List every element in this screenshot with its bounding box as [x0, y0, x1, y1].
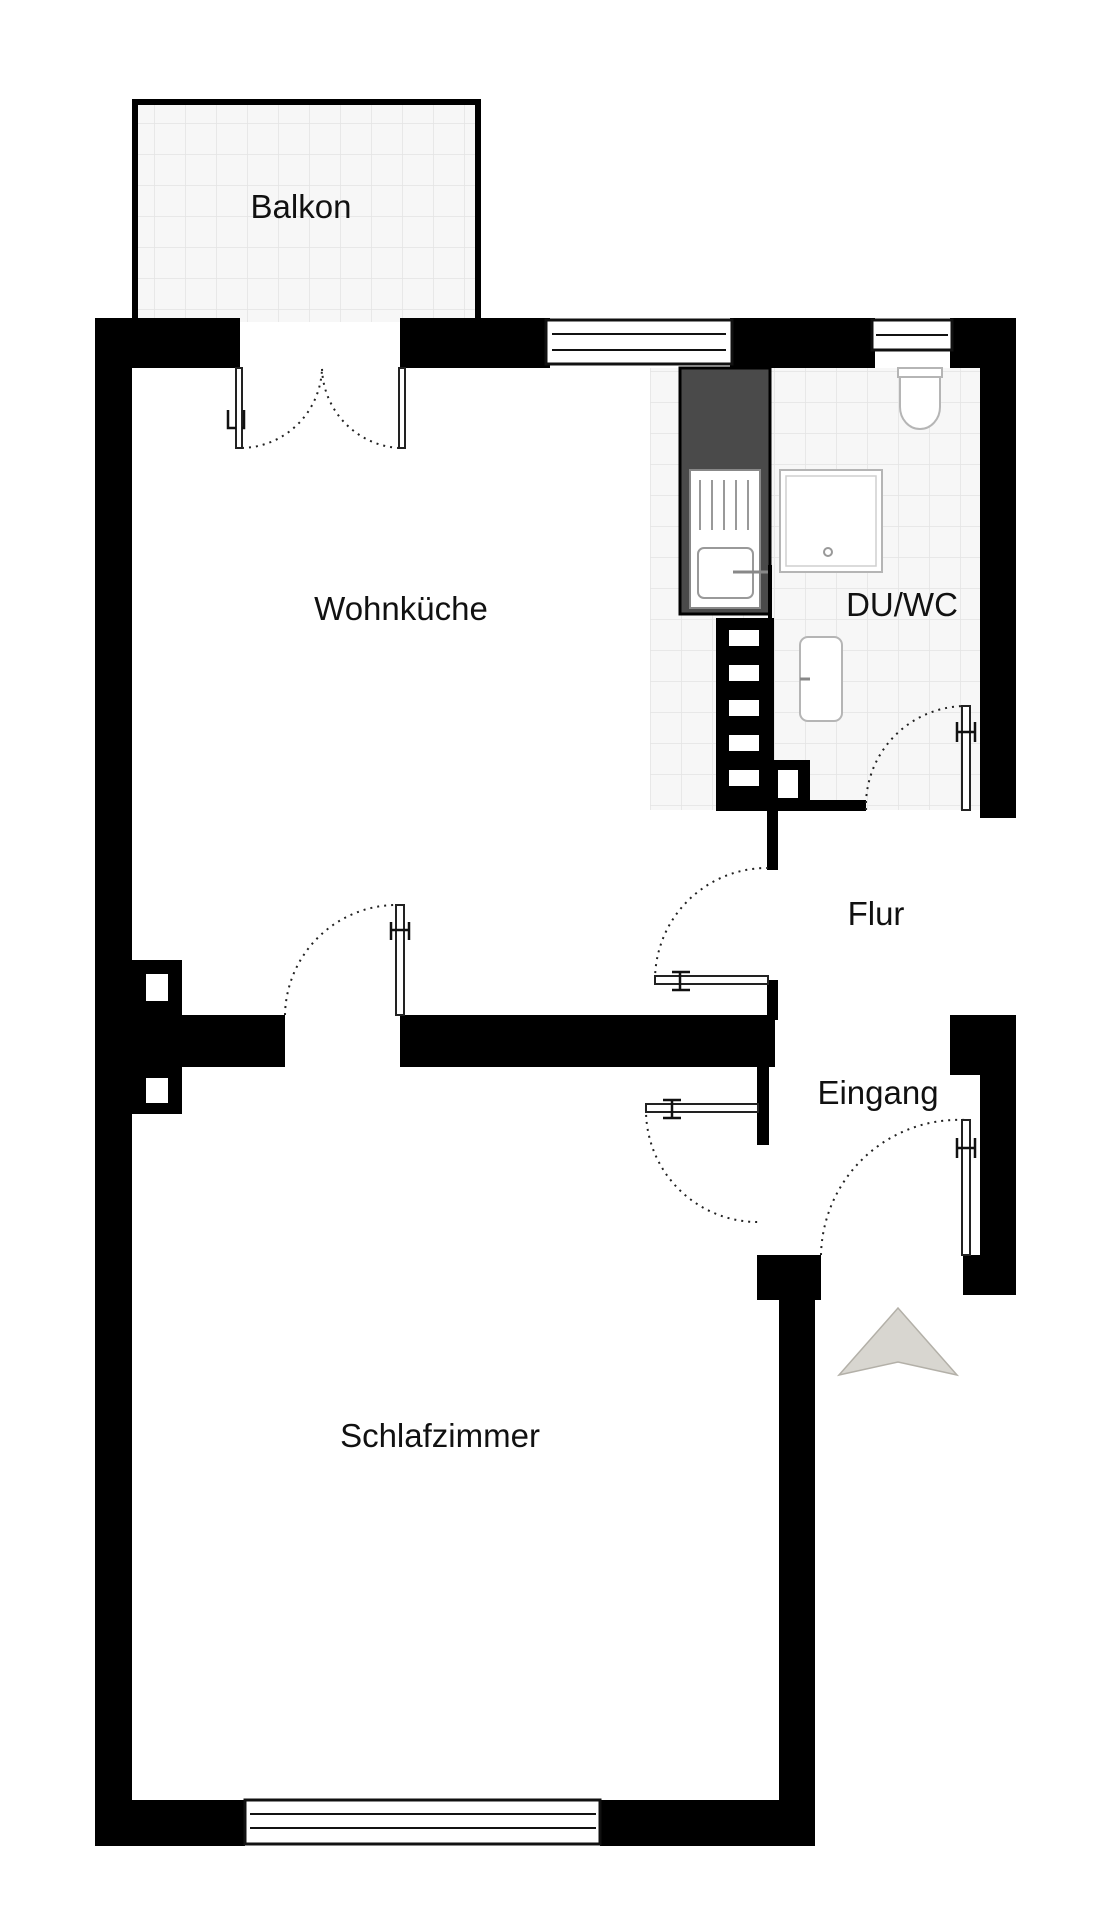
bathroom-door — [864, 705, 977, 811]
entrance-door — [820, 1118, 977, 1256]
walls — [95, 318, 1016, 1846]
room-label-schlafzimmer: Schlafzimmer — [340, 1417, 540, 1454]
room-label-wohnkueche: Wohnküche — [314, 590, 488, 627]
kitchen-counter — [678, 366, 772, 760]
room-label-flur: Flur — [848, 895, 905, 932]
entrance-arrow-icon — [836, 1306, 960, 1377]
kitchen-door — [654, 866, 769, 992]
window-bottom-bedroom — [243, 1798, 602, 1846]
balcony-door — [226, 367, 406, 449]
toilet-icon — [899, 376, 941, 430]
bathroom-fixtures — [779, 367, 943, 722]
living-room-door — [284, 903, 411, 1016]
bedroom-door — [644, 1098, 759, 1223]
window-top-kitchen — [544, 318, 734, 366]
balcony — [132, 99, 481, 322]
room-label-du-wc: DU/WC — [846, 586, 958, 623]
shower-drain-icon — [823, 547, 833, 557]
window-top-bathroom — [870, 318, 954, 352]
shaft-openings — [146, 630, 798, 1103]
room-label-eingang: Eingang — [817, 1074, 938, 1111]
room-label-balkon: Balkon — [251, 188, 352, 225]
